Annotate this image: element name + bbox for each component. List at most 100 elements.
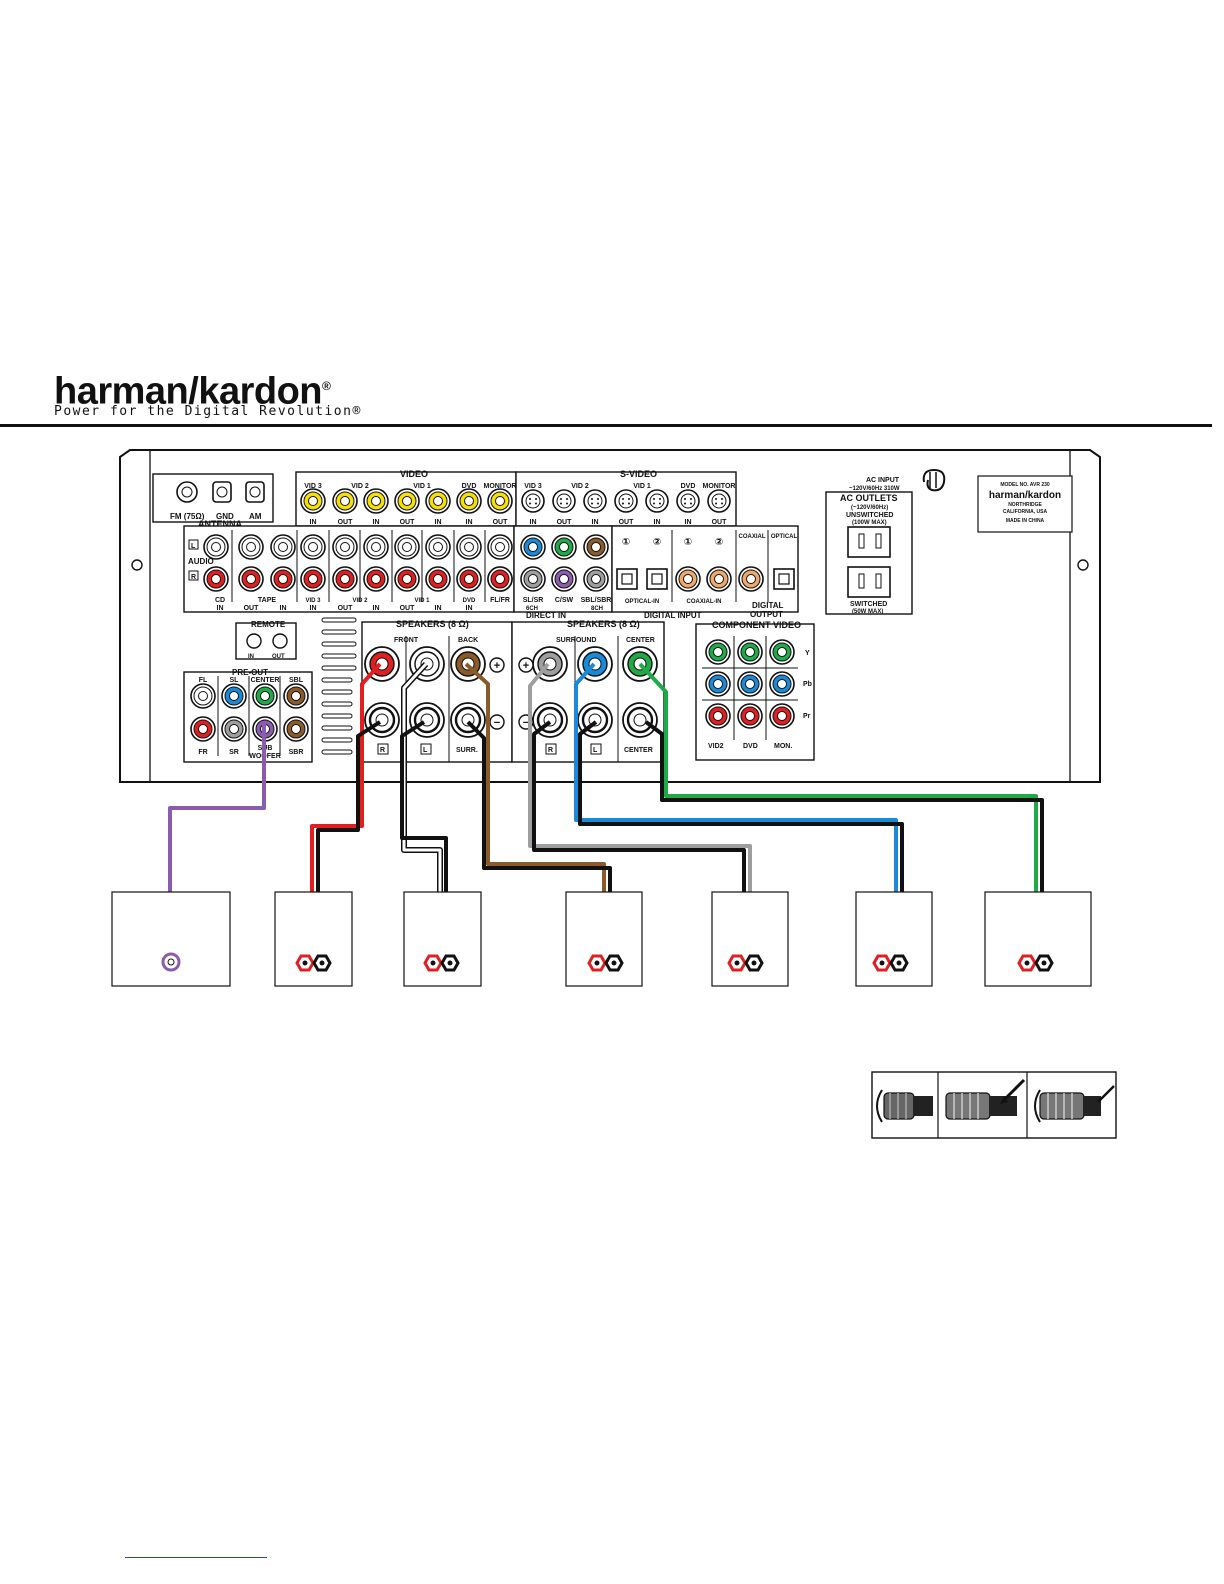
coaxial-in-2-jack[interactable] [706,566,732,592]
audio-r-jack-7[interactable] [394,566,420,592]
audio-r-jack-8[interactable] [425,566,451,592]
pre-out-center-jack[interactable] [252,683,278,709]
audio-title: AUDIO [188,557,214,566]
direct-fl-fr-label: FL/FR [490,597,510,604]
direct-in-sbl-jack[interactable] [583,534,609,560]
s-video-io-label-3: IN [592,519,599,526]
audio-tape-in-label: IN [280,605,287,612]
s-video-jack-3[interactable] [583,489,607,513]
s-video-jack-7[interactable] [707,489,731,513]
footer-link[interactable] [125,1557,267,1558]
audio-r-jack-5[interactable] [332,566,358,592]
direct-in-sw-jack[interactable] [551,566,577,592]
switched-outlet[interactable] [847,566,891,598]
audio-r-jack-6[interactable] [363,566,389,592]
audio-r-jack-4[interactable] [300,566,326,592]
audio-l-jack-2[interactable] [238,534,264,560]
s-video-jack-6[interactable] [676,489,700,513]
s-video-group-label-3: VID 1 [633,483,651,490]
audio-l-jack-9[interactable] [456,534,482,560]
audio-l-jack-6[interactable] [363,534,389,560]
audio-tape-out-label: OUT [244,605,260,612]
brand-logo: harman/kardon® Power for the Digital Rev… [54,366,394,422]
audio-r-jack-1[interactable] [203,566,229,592]
component-y-jack-3[interactable] [769,639,795,665]
video-jack-5[interactable] [425,488,451,514]
fm-antenna-jack[interactable] [176,481,198,503]
video-jack-6[interactable] [456,488,482,514]
wire-black-center-neg [644,720,1044,958]
am-terminal[interactable] [245,481,265,503]
pre-out-sbr-jack[interactable] [283,716,309,742]
subwoofer-input-jack[interactable] [161,952,181,972]
video-jack-4[interactable] [394,488,420,514]
component-pb-jack-3[interactable] [769,671,795,697]
audio-r-jack-3[interactable] [270,566,296,592]
s-video-jack-1[interactable] [521,489,545,513]
component-y-jack-2[interactable] [737,639,763,665]
label-brand: harman/kardon [989,490,1061,501]
unswitched-label: UNSWITCHED [846,512,893,519]
remote-in-jack[interactable] [246,633,262,649]
component-pr-jack-3[interactable] [769,703,795,729]
gnd-terminal[interactable] [212,481,232,503]
negative-post-6[interactable] [621,701,659,739]
audio-l-jack-10[interactable] [487,534,513,560]
remote-panel: REMOTE IN OUT [235,620,297,660]
direct-in-fr-jack[interactable] [487,566,513,592]
component-pb-jack-1[interactable] [705,671,731,697]
pre-out-fl-jack[interactable] [190,683,216,709]
negative-post-1[interactable] [363,701,401,739]
audio-l-jack-5[interactable] [332,534,358,560]
component-y-jack-1[interactable] [705,639,731,665]
optical-in-2-jack[interactable] [646,568,668,590]
pre-out-sl-jack[interactable] [221,683,247,709]
digital-output-title-2: OUTPUT [750,610,783,619]
audio-l-jack-1[interactable] [203,534,229,560]
audio-r-jack-2[interactable] [238,566,264,592]
component-pb-jack-2[interactable] [737,671,763,697]
direct-in-c-jack[interactable] [551,534,577,560]
s-video-io-label-4: OUT [619,519,635,526]
direct-in-sr-jack[interactable] [520,566,546,592]
audio-l-jack-8[interactable] [425,534,451,560]
s-video-jack-2[interactable] [552,489,576,513]
plus-symbol-surround: + [518,657,534,673]
vent-slot [321,689,353,695]
video-jack-2[interactable] [332,488,358,514]
remote-out-jack[interactable] [272,633,288,649]
speakers-panel: SPEAKERS (8 Ω) SPEAKERS (8 Ω) FRONT BACK… [361,619,665,763]
speaker-boxes [111,891,1092,987]
video-io-label-6: IN [466,519,473,526]
ac-outlets-title: AC OUTLETS [840,493,898,503]
video-jack-1[interactable] [300,488,326,514]
s-video-jack-5[interactable] [645,489,669,513]
pre-out-sbl-jack[interactable] [283,683,309,709]
direct-in-sbr-jack[interactable] [583,566,609,592]
audio-l-jack-4[interactable] [300,534,326,560]
audio-l-jack-3[interactable] [270,534,296,560]
optical-out-jack[interactable] [773,568,795,590]
component-pr-jack-1[interactable] [705,703,731,729]
component-pr-jack-2[interactable] [737,703,763,729]
direct-in-sl-jack[interactable] [520,534,546,560]
s-video-io-label-6: IN [685,519,692,526]
unswitched-outlet[interactable] [847,526,891,558]
vent-slot [321,665,357,671]
video-jack-7[interactable] [487,488,513,514]
s-video-io-label-5: IN [654,519,661,526]
pre-out-fr-jack[interactable] [190,716,216,742]
audio-r-jack-9[interactable] [456,566,482,592]
s-video-jack-4[interactable] [614,489,638,513]
video-jack-3[interactable] [363,488,389,514]
negative-post-2[interactable] [408,701,446,739]
surr-label: SURR. [456,747,478,754]
speakers-title-rear: SPEAKERS (8 Ω) [567,619,640,629]
pre-out-sr-jack[interactable] [221,716,247,742]
coaxial-in-1-jack[interactable] [675,566,701,592]
optical-in-1-jack[interactable] [616,568,638,590]
audio-vid1-label: VID 1 [414,598,430,604]
audio-l-jack-7[interactable] [394,534,420,560]
vent-slot [321,701,353,707]
coaxial-out-jack[interactable] [738,566,764,592]
